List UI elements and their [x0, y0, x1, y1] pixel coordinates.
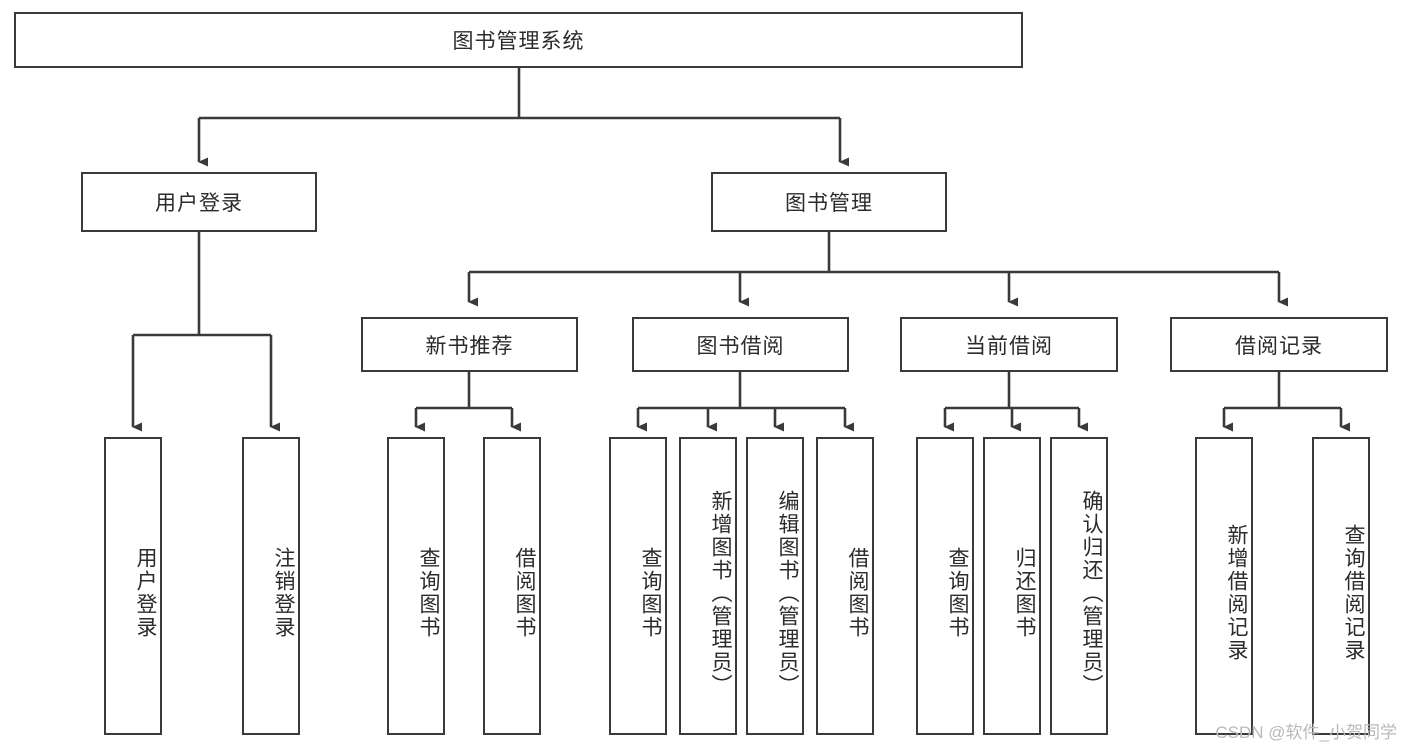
node-root[interactable]: 图书管理系统 [14, 12, 1023, 68]
node-leaf-return-book-label: 归还图书 [1013, 547, 1036, 639]
node-leaf-add-record-label: 新增借阅记录 [1225, 524, 1248, 662]
node-leaf-query-book-2-label: 查询图书 [639, 547, 662, 639]
node-leaf-add-book[interactable]: 新增图书（管理员） [679, 437, 737, 735]
node-leaf-query-book-1-label: 查询图书 [417, 547, 440, 639]
node-root-label: 图书管理系统 [452, 30, 585, 53]
csdn-watermark: CSDN @软件_小贺同学 [1215, 723, 1397, 742]
node-leaf-query-record-label: 查询借阅记录 [1342, 524, 1365, 662]
node-new-book-recommend[interactable]: 新书推荐 [361, 317, 578, 372]
node-leaf-add-book-label: 新增图书（管理员） [709, 489, 732, 697]
node-leaf-query-book-3-label: 查询图书 [946, 547, 969, 639]
node-leaf-user-login-label: 用户登录 [134, 547, 157, 639]
node-book-borrow[interactable]: 图书借阅 [632, 317, 849, 372]
node-leaf-edit-book-label: 编辑图书（管理员） [776, 489, 799, 697]
node-book-manage-label: 图书管理 [785, 192, 873, 215]
node-leaf-user-login[interactable]: 用户登录 [104, 437, 162, 735]
node-borrow-record[interactable]: 借阅记录 [1170, 317, 1388, 372]
node-leaf-borrow-book-1-label: 借阅图书 [513, 547, 536, 639]
node-current-borrow-label: 当前借阅 [965, 334, 1053, 358]
node-leaf-query-record[interactable]: 查询借阅记录 [1312, 437, 1370, 735]
node-leaf-edit-book[interactable]: 编辑图书（管理员） [746, 437, 804, 735]
node-current-borrow[interactable]: 当前借阅 [900, 317, 1118, 372]
node-leaf-logout-login-label: 注销登录 [272, 547, 295, 639]
node-borrow-record-label: 借阅记录 [1235, 334, 1323, 358]
node-user-login[interactable]: 用户登录 [81, 172, 317, 232]
node-leaf-add-record[interactable]: 新增借阅记录 [1195, 437, 1253, 735]
node-leaf-confirm-return-label: 确认归还（管理员） [1080, 489, 1103, 697]
node-leaf-return-book[interactable]: 归还图书 [983, 437, 1041, 735]
node-leaf-query-book-3[interactable]: 查询图书 [916, 437, 974, 735]
node-book-borrow-label: 图书借阅 [696, 334, 785, 358]
node-leaf-confirm-return[interactable]: 确认归还（管理员） [1050, 437, 1108, 735]
node-leaf-borrow-book-1[interactable]: 借阅图书 [483, 437, 541, 735]
node-leaf-borrow-book-2-label: 借阅图书 [846, 547, 869, 639]
node-leaf-query-book-1[interactable]: 查询图书 [387, 437, 445, 735]
node-new-book-recommend-label: 新书推荐 [425, 334, 514, 358]
node-leaf-logout-login[interactable]: 注销登录 [242, 437, 300, 735]
node-book-manage[interactable]: 图书管理 [711, 172, 947, 232]
node-leaf-query-book-2[interactable]: 查询图书 [609, 437, 667, 735]
node-user-login-label: 用户登录 [155, 192, 243, 215]
node-leaf-borrow-book-2[interactable]: 借阅图书 [816, 437, 874, 735]
